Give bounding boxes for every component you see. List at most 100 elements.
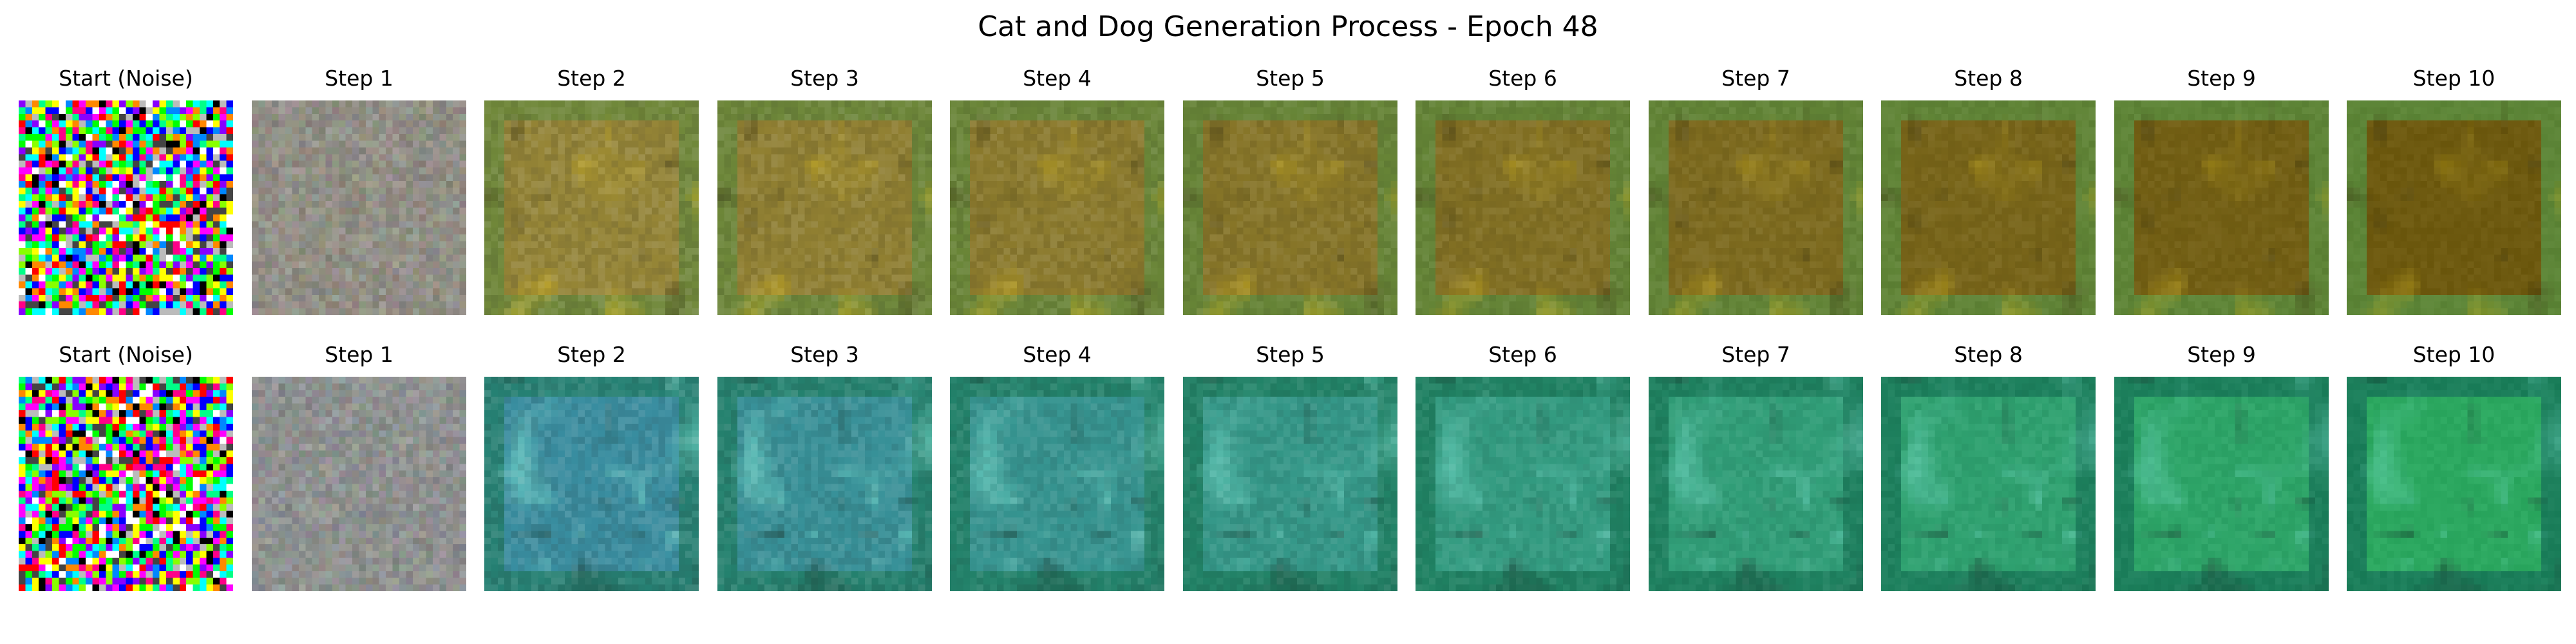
pixel xyxy=(911,174,919,182)
pixel xyxy=(804,180,811,188)
pixel xyxy=(372,274,379,282)
pixel xyxy=(186,234,193,242)
pixel xyxy=(365,207,373,215)
pixel xyxy=(898,140,905,148)
pixel xyxy=(524,281,532,289)
pixel xyxy=(298,174,306,182)
pixel xyxy=(365,174,373,182)
pixel xyxy=(285,147,292,155)
pixel xyxy=(918,134,925,141)
pixel xyxy=(45,100,53,108)
pixel xyxy=(1137,274,1144,282)
pixel xyxy=(359,247,366,255)
pixel xyxy=(1137,127,1144,135)
pixel xyxy=(359,241,366,249)
pixel xyxy=(258,247,266,255)
pixel xyxy=(551,261,558,269)
pixel xyxy=(544,281,552,289)
pixel xyxy=(412,167,420,175)
pixel xyxy=(737,227,744,235)
pixel xyxy=(79,247,86,255)
pixel xyxy=(312,214,319,222)
pixel xyxy=(359,167,366,175)
pixel xyxy=(970,134,977,141)
pixel xyxy=(652,127,659,135)
pixel xyxy=(359,281,366,289)
pixel xyxy=(1084,274,1091,282)
pixel xyxy=(146,308,153,315)
pixel xyxy=(831,107,838,115)
pixel xyxy=(878,234,886,242)
pixel xyxy=(864,113,872,121)
pixel xyxy=(1157,254,1164,261)
pixel xyxy=(864,100,872,108)
pixel xyxy=(19,167,26,175)
pixel xyxy=(292,214,299,222)
pixel xyxy=(976,214,984,222)
pixel xyxy=(345,120,353,128)
pixel xyxy=(970,214,977,222)
pixel xyxy=(497,214,505,222)
pixel xyxy=(764,288,772,295)
pixel xyxy=(432,140,440,148)
pixel xyxy=(292,274,299,282)
pixel xyxy=(179,160,187,168)
pixel xyxy=(213,214,220,222)
pixel xyxy=(864,160,872,168)
pixel xyxy=(692,294,699,302)
pixel xyxy=(1023,134,1031,141)
pixel xyxy=(618,100,625,108)
pixel xyxy=(898,113,905,121)
pixel xyxy=(730,187,738,194)
pixel xyxy=(199,160,207,168)
pixel xyxy=(406,274,413,282)
pixel xyxy=(858,288,866,295)
pixel xyxy=(1003,194,1010,202)
pixel xyxy=(352,127,359,135)
pixel xyxy=(898,301,905,308)
pixel xyxy=(372,301,379,308)
pixel xyxy=(585,281,592,289)
pixel xyxy=(298,120,306,128)
pixel xyxy=(831,201,838,208)
pixel xyxy=(1003,234,1010,242)
pixel xyxy=(92,207,100,215)
pixel xyxy=(365,194,373,202)
pixel xyxy=(751,154,758,161)
pixel xyxy=(631,281,639,289)
pixel xyxy=(139,194,146,202)
pixel xyxy=(278,294,286,302)
pixel xyxy=(652,187,659,194)
pixel xyxy=(139,120,146,128)
pixel xyxy=(186,207,193,215)
pixel xyxy=(1090,127,1098,135)
pixel xyxy=(252,134,259,141)
pixel xyxy=(950,100,957,108)
pixel xyxy=(119,160,126,168)
pixel xyxy=(298,160,306,168)
pixel xyxy=(625,127,632,135)
pixel xyxy=(1130,274,1138,282)
pixel xyxy=(685,134,692,141)
pixel xyxy=(672,214,679,222)
pixel xyxy=(692,100,699,108)
pixel xyxy=(173,227,180,235)
pixel xyxy=(365,147,373,155)
pixel xyxy=(591,120,599,128)
pixel xyxy=(844,107,852,115)
pixel xyxy=(65,234,73,242)
pixel xyxy=(179,154,187,161)
pixel xyxy=(146,201,153,208)
pixel xyxy=(1151,100,1158,108)
pixel xyxy=(1097,194,1104,202)
pixel xyxy=(484,227,491,235)
pixel xyxy=(665,154,672,161)
pixel xyxy=(126,180,133,188)
pixel xyxy=(678,187,686,194)
pixel xyxy=(173,294,180,302)
pixel xyxy=(1124,274,1132,282)
pixel xyxy=(764,241,772,249)
pixel xyxy=(551,134,558,141)
pixel xyxy=(652,107,659,115)
pixel xyxy=(412,274,420,282)
